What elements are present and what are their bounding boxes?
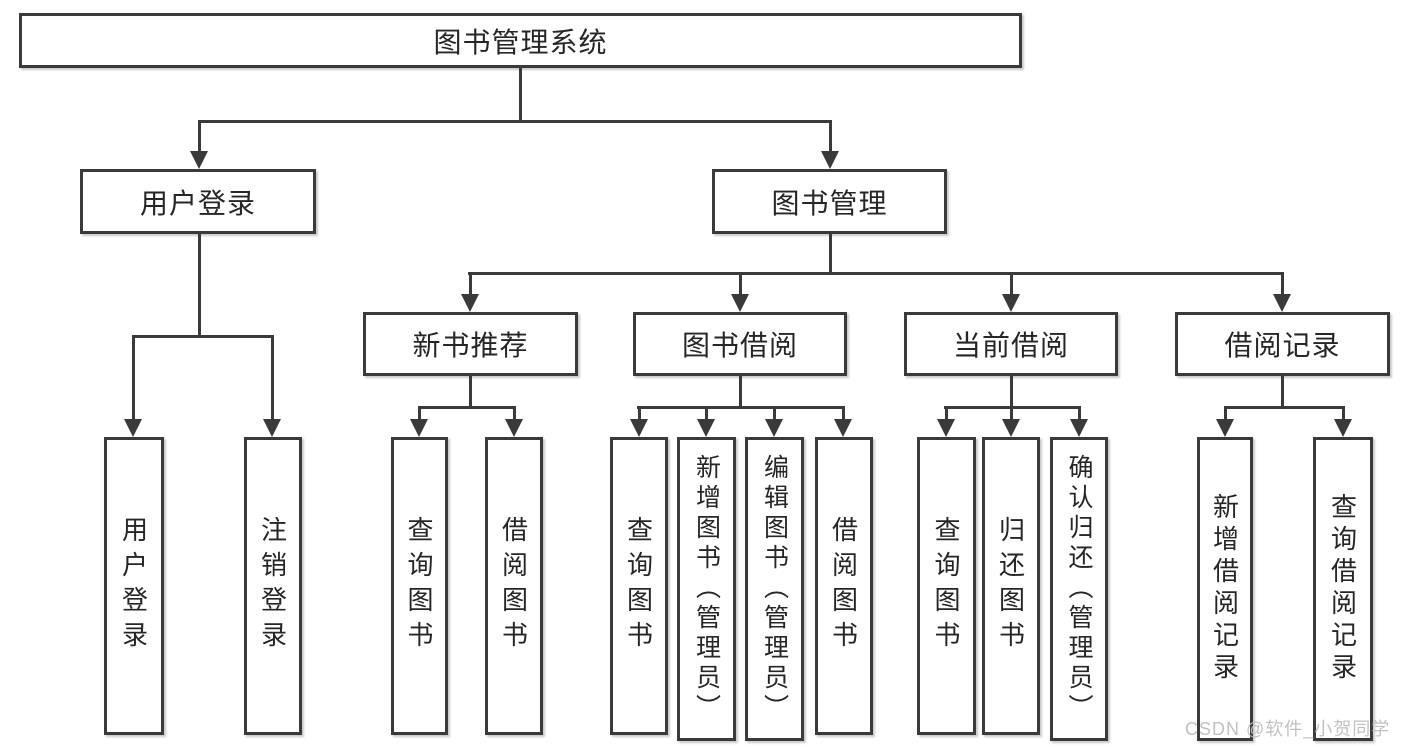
connector-root-stem (519, 68, 522, 120)
connector-to-query-record (1342, 406, 1345, 419)
connector-mgmt-horizontal (468, 272, 1282, 275)
connector-to-borrowing-records (1281, 272, 1284, 294)
arrow-down-icon-add-books (697, 419, 715, 437)
csdn-watermark: CSDN @软件_小贺同学 (1185, 719, 1391, 739)
connector-groupD-stem (1281, 376, 1284, 406)
node-query-borrow-record: 查询借阅记录 (1313, 437, 1373, 741)
node-borrow-books-2: 借阅图书 (815, 437, 873, 735)
connector-to-borrow-books-2 (842, 406, 845, 419)
node-book-borrowing: 图书借阅 (633, 312, 847, 376)
node-query-books-1: 查询图书 (391, 437, 448, 735)
node-logout: 注销登录 (244, 437, 302, 735)
connector-groupB-stem (739, 376, 742, 406)
connector-groupD-horizontal (1224, 406, 1345, 409)
node-borrowing-records: 借阅记录 (1175, 312, 1390, 376)
node-confirm-return-admin: 确认归还（管理员） (1050, 437, 1108, 741)
arrow-down-icon-borrow-books-2 (834, 419, 852, 437)
connector-to-new-books (469, 272, 472, 294)
connector-to-query-books-1 (418, 406, 421, 419)
node-book-management: 图书管理 (712, 169, 947, 234)
connector-to-user-login (198, 120, 201, 153)
connector-groupA-stem (469, 376, 472, 406)
arrow-down-icon-edit-books (765, 419, 783, 437)
connector-to-query-books-3 (945, 406, 948, 419)
node-query-books-3: 查询图书 (917, 437, 976, 735)
arrow-down-icon-login (124, 419, 142, 437)
arrow-down-icon-logout (263, 419, 281, 437)
arrow-down-icon-current-borrowing (1002, 294, 1020, 312)
connector-to-add-books (705, 406, 708, 419)
connector-to-current-borrowing (1010, 272, 1013, 294)
node-add-borrow-record: 新增借阅记录 (1197, 437, 1253, 741)
arrow-down-icon-user-login (190, 151, 208, 169)
connector-to-book-management (829, 120, 832, 153)
node-edit-books-admin: 编辑图书（管理员） (745, 437, 804, 741)
node-library-management-system: 图书管理系统 (19, 13, 1022, 68)
connector-groupB-horizontal (637, 406, 845, 409)
arrow-down-icon-query-books-3 (937, 419, 955, 437)
arrow-down-icon-return-books (1002, 419, 1020, 437)
arrow-down-icon-new-books (461, 294, 479, 312)
connector-to-login (132, 335, 135, 419)
arrow-down-icon-query-record (1334, 419, 1352, 437)
connector-groupA-horizontal (418, 406, 516, 409)
connector-to-return-books (1010, 406, 1013, 419)
connector-to-confirm-return (1078, 406, 1081, 419)
connector-to-borrow-books-1 (513, 406, 516, 419)
connector-login-horizontal (132, 335, 274, 338)
connector-groupC-stem (1010, 376, 1013, 406)
connector-to-query-books-2 (638, 406, 641, 419)
connector-to-book-borrowing (739, 272, 742, 294)
node-query-books-2: 查询图书 (610, 437, 668, 735)
node-borrow-books-1: 借阅图书 (485, 437, 543, 735)
connector-to-edit-books (773, 406, 776, 419)
connector-root-horizontal (198, 120, 831, 123)
connector-to-logout (271, 335, 274, 419)
connector-login-stem (198, 234, 201, 335)
arrow-down-icon-book-management (821, 151, 839, 169)
connector-mgmt-stem (829, 234, 832, 272)
arrow-down-icon-add-record (1216, 419, 1234, 437)
node-current-borrowing: 当前借阅 (904, 312, 1118, 376)
connector-to-add-record (1224, 406, 1227, 419)
arrow-down-icon-book-borrowing (731, 294, 749, 312)
arrow-down-icon-query-books-1 (410, 419, 428, 437)
arrow-down-icon-confirm-return (1070, 419, 1088, 437)
arrow-down-icon-borrow-books-1 (505, 419, 523, 437)
node-return-books: 归还图书 (982, 437, 1040, 735)
arrow-down-icon-borrowing-records (1273, 294, 1291, 312)
arrow-down-icon-query-books-2 (630, 419, 648, 437)
node-user-login: 用户登录 (80, 169, 316, 234)
node-new-book-recommendation: 新书推荐 (363, 312, 578, 376)
node-user-login-leaf: 用户登录 (104, 437, 164, 735)
node-add-books-admin: 新增图书（管理员） (677, 437, 736, 741)
